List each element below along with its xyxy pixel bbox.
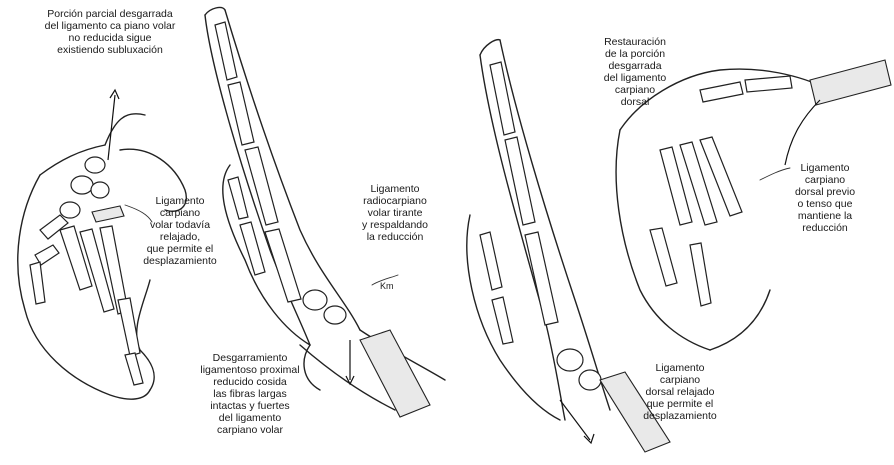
label-line: Ligamento (610, 362, 750, 374)
label-line: de la porción (580, 48, 690, 60)
label-line: dorsal relajado (610, 386, 750, 398)
label-line: desplazamiento (130, 255, 230, 267)
label-line: mantiene la (770, 210, 880, 222)
label-line: Restauración (580, 36, 690, 48)
label-mid-left: Ligamento carpiano volar todavía relajad… (130, 195, 230, 267)
label-line: existiendo subluxación (25, 44, 195, 56)
label-line: del ligamento (580, 72, 690, 84)
label-line: carpiano (130, 207, 230, 219)
label-line: intactas y fuertes (185, 400, 315, 412)
label-line: dorsal previo (770, 186, 880, 198)
label-line: del ligamento (185, 412, 315, 424)
label-center-right: Ligamento radiocarpiano volar tirante y … (345, 183, 445, 243)
label-line: dorsal (580, 96, 690, 108)
label-line: volar todavía (130, 219, 230, 231)
label-top-left: Porción parcial desgarrada del ligamento… (25, 8, 195, 56)
label-bottom-center: Desgarramiento ligamentoso proximal redu… (185, 352, 315, 436)
label-line: o tenso que (770, 198, 880, 210)
label-line: que permite el (610, 398, 750, 410)
label-line: reducción (770, 222, 880, 234)
label-line: las fibras largas (185, 388, 315, 400)
label-line: ligamentoso proximal (185, 364, 315, 376)
label-line: y respaldando (345, 219, 445, 231)
label-line: del ligamento ca piano volar (25, 20, 195, 32)
label-line: la reducción (345, 231, 445, 243)
label-line: carpiano (580, 84, 690, 96)
label-small-mark: Km (380, 280, 394, 292)
label-line: que permite el (130, 243, 230, 255)
label-line: carpiano (770, 174, 880, 186)
label-line: carpiano (610, 374, 750, 386)
label-line: volar tirante (345, 207, 445, 219)
label-line: Desgarramiento (185, 352, 315, 364)
label-line: no reducida sigue (25, 32, 195, 44)
label-bottom-right: Ligamento carpiano dorsal relajado que p… (610, 362, 750, 422)
label-line: reducido cosida (185, 376, 315, 388)
label-line: Ligamento (130, 195, 230, 207)
label-line: Porción parcial desgarrada (25, 8, 195, 20)
label-line: desgarrada (580, 60, 690, 72)
label-top-right: Restauración de la porción desgarrada de… (580, 36, 690, 108)
label-line: carpiano volar (185, 424, 315, 436)
label-line: desplazamiento (610, 410, 750, 422)
label-line: relajado, (130, 231, 230, 243)
label-line: Ligamento (770, 162, 880, 174)
label-far-right: Ligamento carpiano dorsal previo o tenso… (770, 162, 880, 234)
label-line: Ligamento (345, 183, 445, 195)
label-line: radiocarpiano (345, 195, 445, 207)
